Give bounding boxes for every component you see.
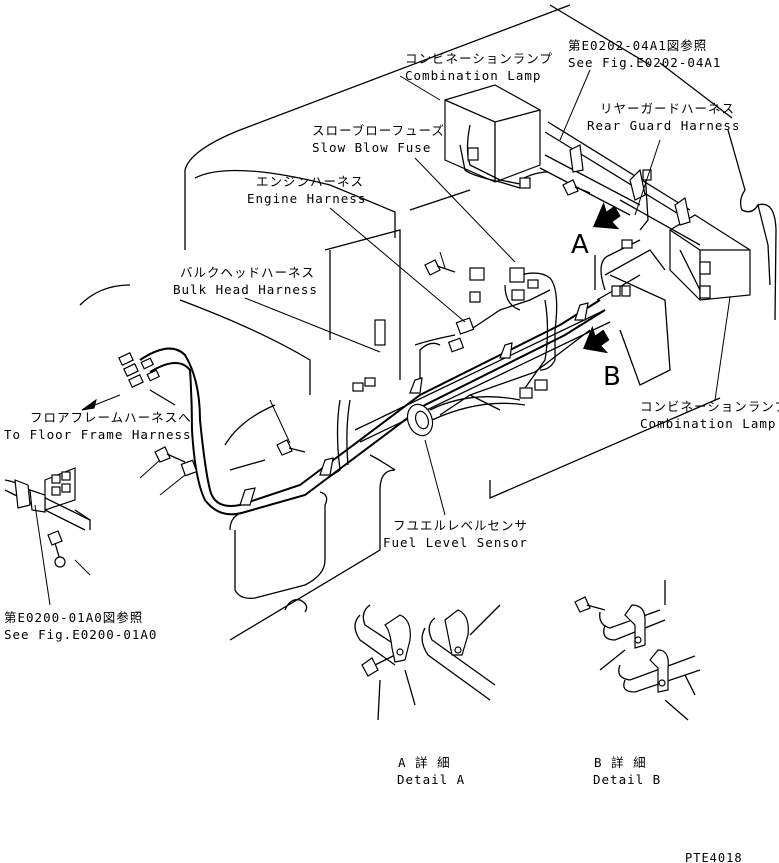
bulk-head-harness-en: Bulk Head Harness <box>173 282 318 297</box>
slow-blow-fuse-jp: スローブローフューズ <box>312 123 445 138</box>
rear-guard-harness-jp: リヤーガードハーネス <box>600 101 735 116</box>
bolts <box>47 179 606 677</box>
harness-branches <box>414 144 701 371</box>
fuel-level-sensor <box>406 396 526 437</box>
arrow-b-icon <box>583 325 610 354</box>
left-bracket-assembly <box>4 467 91 531</box>
detail-b-drawing <box>599 580 701 721</box>
see-fig-left-en: See Fig.E0200-01A0 <box>4 627 157 642</box>
fuel-level-sensor-en: Fuel Level Sensor <box>383 535 528 550</box>
combination-lamp-top-jp: コンビネーションランプ <box>405 51 553 66</box>
marker-a: A <box>571 230 589 260</box>
callout-labels: コンビネーションランプ Combination Lamp 第E0202-04A1… <box>4 38 779 863</box>
detail-a-drawing <box>354 604 501 721</box>
see-fig-left-jp: 第E0200-01A0図参照 <box>4 610 143 625</box>
engine-harness-jp: エンジンハーネス <box>256 174 364 189</box>
detail-a-jp: A 詳 細 <box>398 755 451 770</box>
drawing-code: PTE4018 <box>685 851 743 863</box>
main-harness <box>139 299 606 516</box>
direction-arrows <box>583 202 621 354</box>
main-frame-rail <box>354 309 611 471</box>
combination-lamp-upper <box>444 84 541 186</box>
machine-body-outline <box>79 4 777 641</box>
combination-lamp-top-en: Combination Lamp <box>405 68 541 83</box>
clamps <box>239 144 691 506</box>
detail-b-en: Detail B <box>593 772 661 787</box>
combination-lamp-right <box>609 214 751 386</box>
slow-blow-fuse-en: Slow Blow Fuse <box>312 140 431 155</box>
detail-b-jp: B 詳 細 <box>594 755 647 770</box>
floor-frame-harness-en: To Floor Frame Harness <box>4 427 192 442</box>
combination-lamp-right-en: Combination Lamp <box>640 416 776 431</box>
marker-b: B <box>603 362 621 392</box>
see-fig-top-jp: 第E0202-04A1図参照 <box>568 38 707 53</box>
combination-lamp-right-jp: コンビネーションランプ <box>640 399 779 414</box>
bulk-head-harness-jp: バルクヘッドハーネス <box>180 265 315 280</box>
detail-a-en: Detail A <box>397 772 465 787</box>
leader-lines <box>34 69 731 606</box>
floor-frame-harness-jp: フロアフレームハーネスへ <box>30 410 192 425</box>
connectors <box>118 147 711 477</box>
engine-harness-en: Engine Harness <box>247 191 366 206</box>
rear-guard-harness-en: Rear Guard Harness <box>587 118 740 133</box>
see-fig-top-en: See Fig.E0202-04A1 <box>568 55 721 70</box>
arrow-a-icon <box>593 202 621 230</box>
fuel-level-sensor-jp: フユエルレベルセンサ <box>393 518 528 533</box>
